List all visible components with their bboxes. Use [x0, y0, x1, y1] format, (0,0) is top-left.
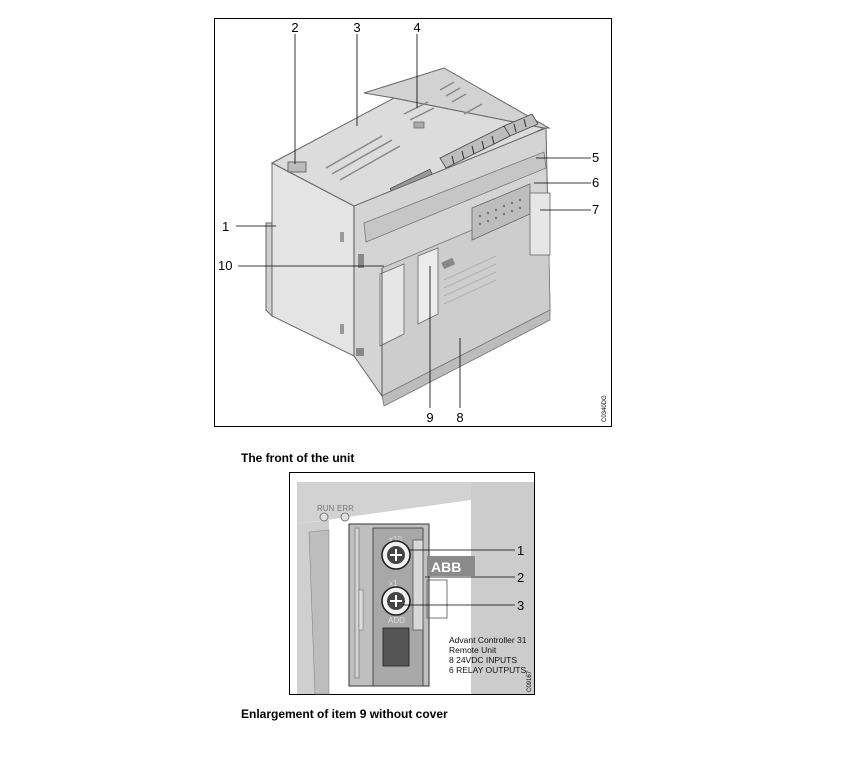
callout-10: 10 [218, 258, 232, 273]
switch-label-x10: x10 [389, 535, 402, 544]
callout-1: 1 [222, 219, 229, 234]
product-line-4: 6 RELAY OUTPUTS [449, 665, 526, 675]
callout-7: 7 [592, 202, 599, 217]
item9-enlargement-figure: RUN ERR x10 x1 ADD ABB Ad [289, 472, 535, 695]
led-err [340, 512, 350, 522]
figure-code: C0340DG [602, 395, 608, 422]
led-label-run: RUN [317, 504, 335, 513]
product-line-1: Advant Controller 31 [449, 635, 527, 645]
leader-lines [403, 549, 515, 606]
product-line-2: Remote Unit [449, 645, 497, 655]
address-connector [382, 627, 410, 667]
unit-front-figure: 2 3 4 5 6 7 1 10 9 8 C0340DG [214, 18, 612, 427]
switch-label-x1: x1 [389, 579, 398, 588]
led-run [319, 512, 329, 522]
rotary-switch-x1 [381, 586, 411, 616]
add-label: ADD [388, 616, 405, 625]
figure1-caption: The front of the unit [241, 451, 355, 465]
callout-2: 2 [291, 20, 298, 35]
module-illustration: RUN ERR x10 x1 ADD ABB Ad [297, 482, 534, 695]
figure2-caption: Enlargement of item 9 without cover [241, 707, 448, 721]
callout-9: 9 [426, 410, 433, 425]
leader-lines [236, 34, 591, 408]
unit-illustration [265, 67, 551, 407]
brand-logo-abb: ABB [431, 559, 461, 575]
led-label-err: ERR [337, 504, 354, 513]
figure-code: C09167 [527, 670, 533, 692]
callout-4: 4 [413, 20, 420, 35]
callout-8: 8 [456, 410, 463, 425]
rotary-switch-x10 [381, 540, 411, 570]
callout-1: 1 [517, 543, 524, 558]
callout-5: 5 [592, 150, 599, 165]
callout-3: 3 [353, 20, 360, 35]
product-line-3: 8 24VDC INPUTS [449, 655, 517, 665]
callout-3: 3 [517, 598, 524, 613]
callout-6: 6 [592, 175, 599, 190]
callout-2: 2 [517, 570, 524, 585]
